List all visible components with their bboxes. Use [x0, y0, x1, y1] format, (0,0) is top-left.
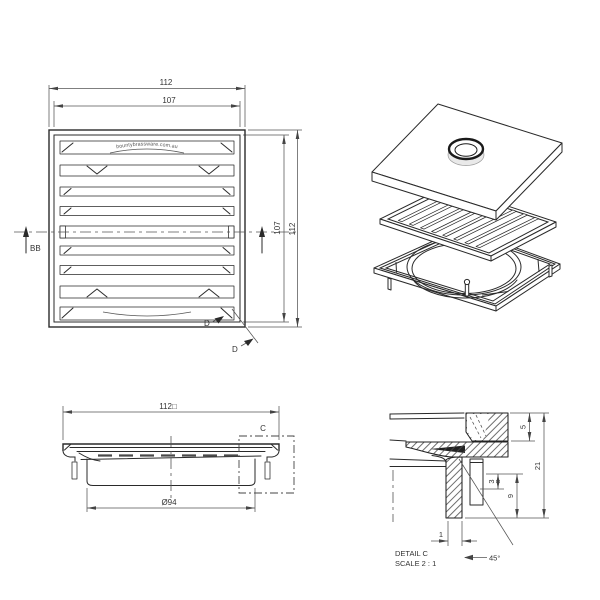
- plan-section-line-bb: BB: [14, 226, 298, 254]
- dim-diameter: Ø94: [161, 498, 177, 507]
- dim-right-inner: 107: [273, 221, 282, 235]
- rim-notch: [467, 414, 490, 440]
- section-label: BB: [30, 244, 41, 253]
- dim-square: 112□: [159, 402, 177, 411]
- detail-title-block: DETAIL C SCALE 2 : 1: [395, 549, 436, 568]
- dim-right-outer: 112: [288, 222, 297, 235]
- side-section-view: 112□ Ø94 C: [62, 402, 295, 512]
- iso-exploded-view: [371, 103, 563, 312]
- detail-title: DETAIL C: [395, 549, 429, 558]
- detail-d-label-inner: D: [204, 319, 210, 328]
- detail-scale: SCALE 2 : 1: [395, 559, 436, 568]
- iso-leg-left: [387, 277, 392, 291]
- watermark-text: bountybrassware.com.au: [116, 141, 178, 150]
- dim-rim-height: 5: [519, 425, 528, 429]
- plan-dimensions-top: 112 107: [48, 78, 246, 127]
- dim-total-height: 21: [533, 462, 542, 470]
- section-arrow-right: [259, 226, 265, 237]
- section-body: [62, 443, 280, 486]
- section-dimension-width: 112□: [62, 402, 280, 440]
- section-detail-c-marker: C: [238, 424, 295, 494]
- iso-leg-right: [548, 264, 553, 278]
- plan-dimensions-right: 107 112: [243, 129, 302, 328]
- section-dimension-diameter: Ø94: [86, 488, 256, 512]
- detail-dimensions: 5 21 3 9 1 45°: [431, 412, 549, 563]
- dim-leg: 9: [506, 494, 515, 498]
- dim-step: 3: [487, 479, 496, 483]
- dim-angle: 45°: [489, 554, 500, 563]
- detail-c-label: C: [260, 424, 266, 433]
- svg-text:bountybrassware.com.au: bountybrassware.com.au: [116, 141, 178, 150]
- detail-d-label-outer: D: [232, 345, 238, 354]
- iso-screw: [463, 278, 471, 297]
- plan-view: 112 107 107 112 bountybrassware: [14, 78, 302, 354]
- plan-grate: bountybrassware.com.au: [48, 129, 246, 328]
- dim-top-outer: 112: [160, 78, 173, 87]
- section-arrow-left: [23, 226, 29, 237]
- iso-plate: [371, 103, 563, 221]
- dim-wall: 1: [439, 530, 443, 539]
- dim-top-inner: 107: [162, 96, 176, 105]
- detail-c-view: 5 21 3 9 1 45° DETAIL C SCAL: [389, 412, 549, 568]
- iso-plate-ring: [447, 137, 485, 166]
- detail-part: [389, 412, 509, 522]
- detail-leg: [469, 458, 484, 506]
- plan-detail-d: D D: [204, 308, 259, 354]
